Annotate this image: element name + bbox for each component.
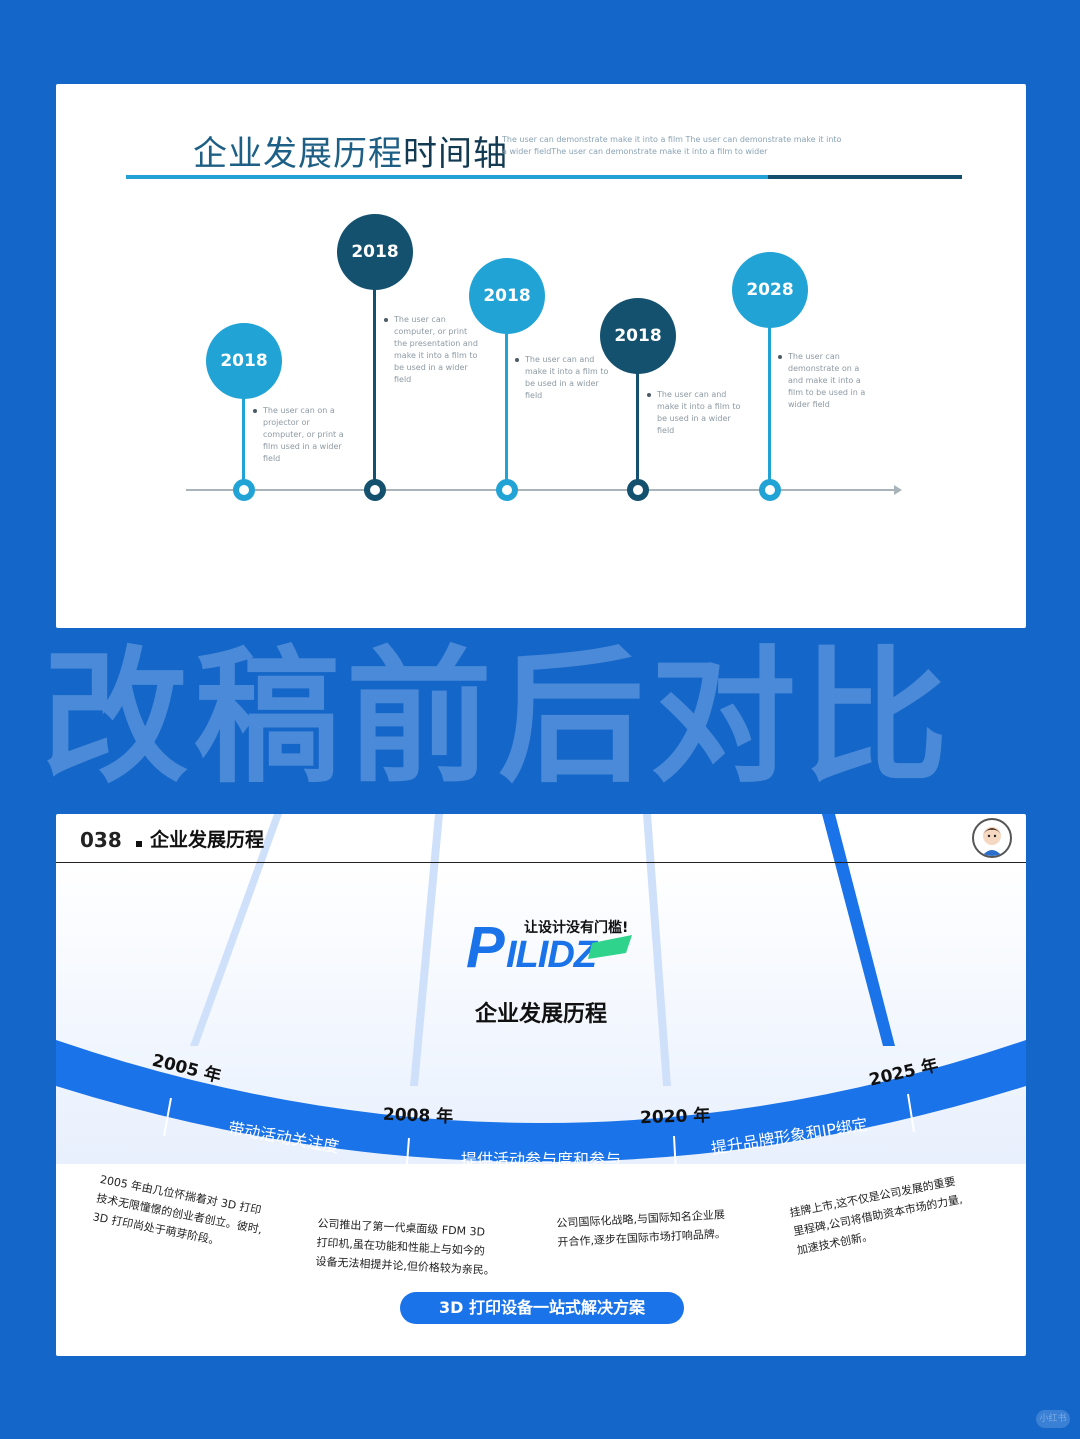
timeline-title: 企业发展历程时间轴 [193,134,508,174]
milestone-node [759,479,781,501]
page-number: 038 [80,828,122,852]
year-label: 2008 年 [382,1104,454,1128]
avatar-icon [982,827,1002,856]
avatar [972,818,1012,858]
svg-text:P: P [466,915,505,980]
milestone-node [364,479,386,501]
slide-header: 企业发展历程 [150,829,265,851]
axis-arrow-icon [894,485,902,495]
slide-title: 企业发展历程 [474,1002,607,1027]
beam-1 [190,814,282,1046]
milestone-node [233,479,255,501]
milestone-bubble: 2018 [337,214,413,290]
band-divider [163,1097,172,1137]
header-rule [56,862,1026,863]
logo-slogan: 让设计没有门槛! [524,920,629,936]
after-slide: P ILIDZ 038 企业发展历程 让设计没有门槛! 企业发展历程 2005 … [56,814,1026,1356]
milestone-stem [768,323,771,486]
bullet-square [136,841,142,847]
milestone-text: The user can on a projector or computer,… [253,405,347,465]
beam-4 [822,814,895,1046]
milestone-bubble: 2018 [469,258,545,334]
solution-pill-button[interactable]: 3D 打印设备一站式解决方案 [400,1292,684,1324]
band-divider [907,1093,915,1133]
timeline-band [56,1040,1026,1162]
milestone-bubble: 2018 [600,298,676,374]
band-segment-label: 提供活动参与度和参与 [461,1150,622,1169]
milestone-node [496,479,518,501]
band-divider [405,1137,410,1177]
milestone-bubble: 2018 [206,323,282,399]
milestone-node [627,479,649,501]
pilidz-logo: P ILIDZ [466,915,632,980]
milestone-description: 公司推出了第一代桌面级 FDM 3D 打印机,虽在功能和性能上与如今的 设备无法… [315,1216,496,1278]
title-subtitle: The user can demonstrate make it into a … [502,135,842,156]
milestone-stem [373,285,376,486]
milestone-stem [505,329,508,486]
beam-3 [643,814,671,1086]
milestone-text: The user can and make it into a film to … [515,354,609,402]
band-divider [673,1135,677,1175]
comparison-heading: 改稿前后对比 [42,633,954,803]
watermark: 小红书 [1036,1410,1070,1428]
title-rule [126,175,776,179]
milestone-bubble: 2028 [732,252,808,328]
beam-2 [410,814,443,1086]
svg-text:ILIDZ: ILIDZ [506,934,599,976]
timeline-graphic: P ILIDZ [56,814,1026,1177]
milestone-stem [636,369,639,486]
milestone-text: The user can and make it into a film to … [647,389,741,437]
timeline-axis [186,489,898,491]
milestone-text: The user can computer, or print the pres… [384,314,478,386]
title-rule-accent [768,175,962,179]
before-slide: 企业发展历程时间轴 The user can demonstrate make … [56,84,1026,628]
year-label: 2020 年 [639,1105,711,1129]
milestone-stem [242,394,245,486]
milestone-text: The user can demonstrate on a and make i… [778,351,872,411]
